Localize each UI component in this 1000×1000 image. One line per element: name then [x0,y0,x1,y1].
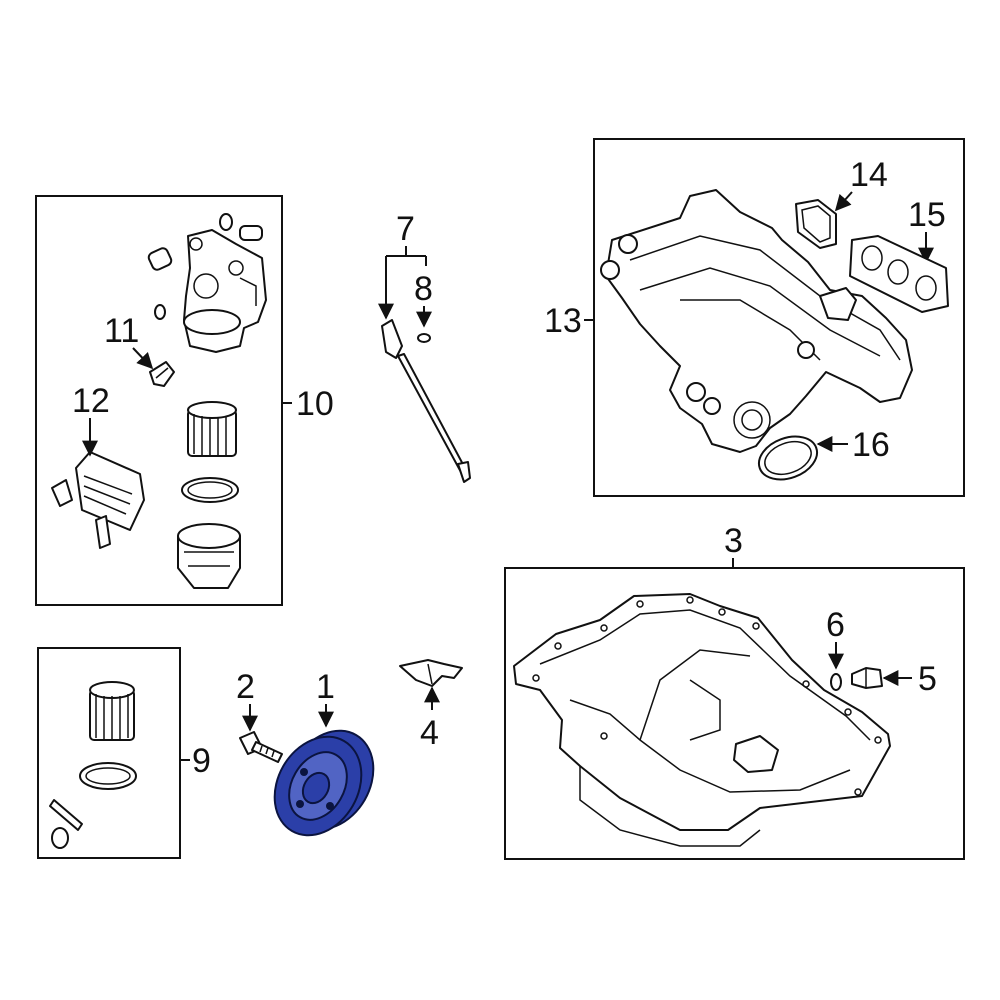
callout-3[interactable]: 3 [724,522,743,560]
callout-13[interactable]: 13 [544,302,582,340]
callout-16[interactable]: 16 [852,426,890,464]
washer-part-6[interactable] [830,673,842,691]
callout-12[interactable]: 12 [72,382,110,420]
callout-9[interactable]: 9 [192,742,211,780]
group-box-10 [35,195,283,606]
group-box-13 [593,138,965,497]
callout-11[interactable]: 11 [104,312,139,350]
dipstick-o-ring-part-8[interactable] [417,333,431,343]
callout-2[interactable]: 2 [236,668,255,706]
callout-15[interactable]: 15 [908,196,946,234]
gasket-part-14[interactable] [795,199,837,249]
group-box-3 [504,567,965,860]
callout-7[interactable]: 7 [396,210,415,248]
group-box-9 [37,647,181,859]
bracket-part-4[interactable] [399,659,463,687]
oil-filter-part-9[interactable] [49,681,137,849]
callout-4[interactable]: 4 [420,714,439,752]
filter-cap [177,523,241,589]
callout-1[interactable]: 1 [316,668,335,706]
housing-gaskets [147,213,263,320]
callout-5[interactable]: 5 [918,660,937,698]
oil-pan-part-3[interactable] [513,593,891,847]
drain-plug-part-5[interactable] [851,667,883,689]
bolt-part-2[interactable] [239,731,283,763]
oil-filter-housing[interactable] [183,229,267,353]
intake-manifold-part-13[interactable] [600,189,913,453]
crankshaft-pulley-part-1[interactable] [257,715,390,851]
filter-element [187,401,237,457]
callout-10[interactable]: 10 [296,385,334,423]
callout-14[interactable]: 14 [850,156,888,194]
oil-dipstick-part-7[interactable] [381,319,471,483]
callout-8[interactable]: 8 [414,270,433,308]
oil-cooler-part-12[interactable] [51,451,145,549]
sensor-part-11[interactable] [149,361,175,387]
callout-6[interactable]: 6 [826,606,845,644]
o-ring-part-16[interactable] [753,429,823,487]
gasket-part-15[interactable] [849,235,949,313]
